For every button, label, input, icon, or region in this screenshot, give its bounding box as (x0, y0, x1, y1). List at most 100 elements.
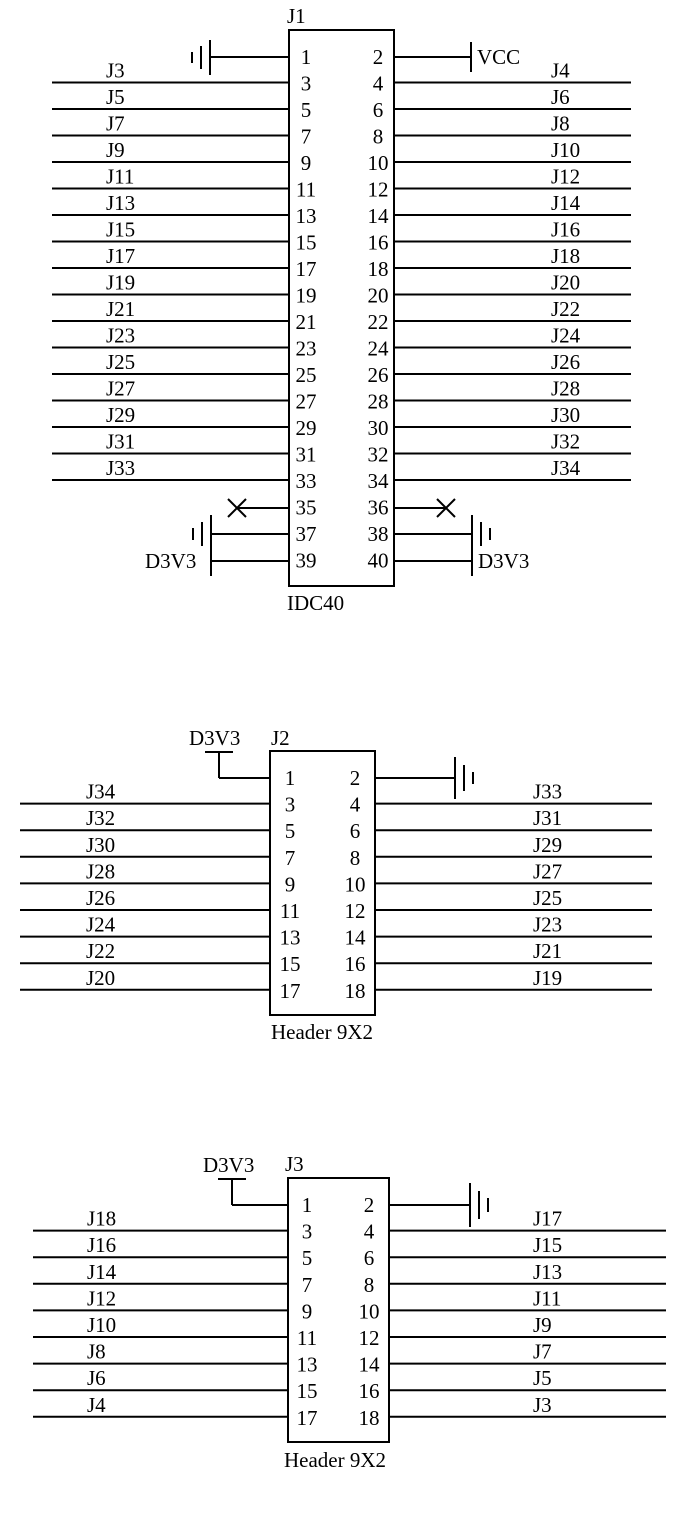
net-label: J3 (106, 59, 125, 83)
pin-number: 1 (301, 45, 312, 69)
ground-icon (192, 515, 289, 553)
j2-model-label: Header 9X2 (271, 1020, 373, 1044)
net-label: J31 (106, 430, 135, 454)
d3v3-label: D3V3 (203, 1153, 254, 1177)
pin-number: 11 (280, 899, 300, 923)
net-label: J12 (551, 165, 580, 189)
pin-number: 7 (285, 846, 296, 870)
net-label: J15 (106, 218, 135, 242)
d3v3-power-port-right: D3V3 (394, 546, 529, 576)
pin-number: 10 (368, 151, 389, 175)
pin-number: 8 (350, 846, 361, 870)
net-label: J7 (533, 1340, 552, 1364)
net-label: J11 (106, 165, 134, 189)
pin-number: 7 (301, 125, 312, 149)
pin-number: 6 (364, 1246, 375, 1270)
net-label: J18 (551, 244, 580, 268)
net-label: J34 (86, 780, 116, 804)
pin-number: 17 (296, 257, 317, 281)
pin-number: 32 (368, 443, 389, 467)
pin-number: 6 (350, 819, 361, 843)
ground-icon (375, 757, 474, 799)
pin-number: 14 (345, 926, 367, 950)
pin-number: 2 (364, 1193, 375, 1217)
pin-number: 4 (364, 1220, 375, 1244)
j1-ref-label: J1 (287, 4, 306, 28)
pin-number: 11 (297, 1326, 317, 1350)
pin-number: 13 (297, 1353, 318, 1377)
net-label: J20 (86, 966, 115, 990)
j3-ref-label: J3 (285, 1152, 304, 1176)
pin-number: 7 (302, 1273, 313, 1297)
d3v3-label: D3V3 (189, 726, 240, 750)
net-label: J26 (551, 350, 580, 374)
pin-number: 31 (296, 443, 317, 467)
net-label: J28 (551, 377, 580, 401)
net-label: J5 (533, 1366, 552, 1390)
pin-number: 9 (302, 1299, 313, 1323)
pin-number: 23 (296, 337, 317, 361)
pin-number: 2 (350, 766, 361, 790)
j2-ref-label: J2 (271, 726, 290, 750)
pin-number: 1 (285, 766, 296, 790)
net-label: J28 (86, 859, 115, 883)
pin-number: 5 (285, 819, 296, 843)
pin-number: 16 (359, 1379, 380, 1403)
no-connect-pin-36 (394, 498, 456, 518)
net-label: J21 (533, 939, 562, 963)
net-label: J12 (87, 1286, 116, 1310)
j1-left-nets: J3J5J7J9J11J13J15J17J19J21J23J25J27J29J3… (52, 59, 289, 481)
vcc-power-port: VCC (394, 42, 520, 72)
d3v3-power-port: D3V3 (189, 726, 270, 779)
net-label: J30 (551, 403, 580, 427)
pin-number: 3 (285, 793, 296, 817)
pin-number: 24 (368, 337, 390, 361)
pin-number: 18 (359, 1406, 380, 1430)
pin-number: 5 (302, 1246, 313, 1270)
vcc-label: VCC (477, 45, 520, 69)
net-label: J14 (87, 1260, 117, 1284)
pin-number: 22 (368, 310, 389, 334)
net-label: J33 (106, 456, 135, 480)
pin-number: 14 (359, 1353, 381, 1377)
pin-number: 26 (368, 363, 389, 387)
net-label: J22 (551, 297, 580, 321)
net-label: J6 (551, 85, 570, 109)
d3v3-label: D3V3 (145, 549, 196, 573)
pin-number: 2 (373, 45, 384, 69)
pin-number: 16 (345, 952, 366, 976)
pin-number: 38 (368, 522, 389, 546)
net-label: J5 (106, 85, 125, 109)
pin-number: 17 (280, 979, 301, 1003)
net-label: J8 (87, 1340, 106, 1364)
net-label: J9 (106, 138, 125, 162)
pin-number: 11 (296, 178, 316, 202)
pin-number: 5 (301, 98, 312, 122)
net-label: J19 (106, 271, 135, 295)
net-label: J25 (533, 886, 562, 910)
pin-number: 28 (368, 390, 389, 414)
no-connect-pin-35 (227, 498, 289, 518)
pin-number: 39 (296, 549, 317, 573)
net-label: J32 (86, 806, 115, 830)
d3v3-power-port-left: D3V3 (145, 546, 289, 576)
pin-number: 19 (296, 284, 317, 308)
net-label: J33 (533, 780, 562, 804)
j1-body (288, 29, 395, 587)
pin-number: 30 (368, 416, 389, 440)
net-label: J29 (106, 403, 135, 427)
pin-number: 15 (280, 952, 301, 976)
net-label: J13 (106, 191, 135, 215)
ground-icon (191, 40, 289, 75)
pin-number: 8 (364, 1273, 375, 1297)
net-label: J27 (533, 859, 562, 883)
net-label: J15 (533, 1233, 562, 1257)
